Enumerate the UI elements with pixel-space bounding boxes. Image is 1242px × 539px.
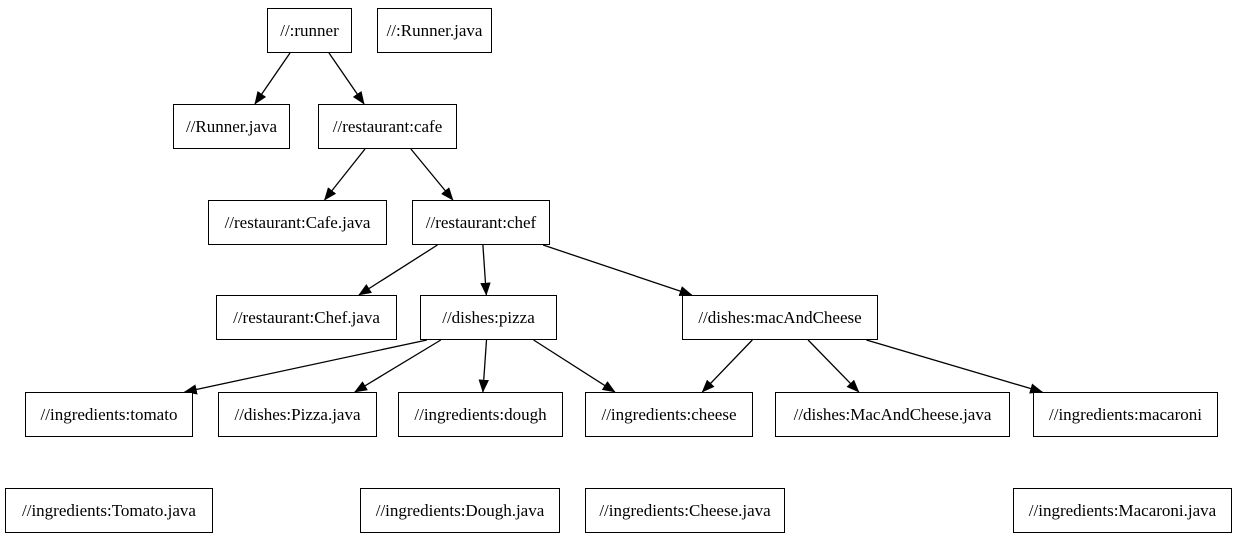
graph-node-pizza: //dishes:pizza xyxy=(420,295,557,340)
edge-pizza-to-cheese xyxy=(533,339,616,393)
graph-node-runner: //:runner xyxy=(267,8,352,53)
edge-chef-to-pizza xyxy=(480,244,491,296)
edge-pizza-to-dough xyxy=(478,339,489,393)
edge-pizza-to-tomato xyxy=(183,339,428,395)
graph-node-cheese: //ingredients:cheese xyxy=(585,392,753,437)
graph-node-macaroni: //ingredients:macaroni xyxy=(1033,392,1218,437)
graph-node-macandcheese_java: //dishes:MacAndCheese.java xyxy=(775,392,1010,437)
edge-chef-to-chef_java xyxy=(358,244,438,296)
graph-node-cafe_java: //restaurant:Cafe.java xyxy=(208,200,387,245)
edge-runner-to-cafe xyxy=(328,52,365,105)
graph-node-runner_java_root: //:Runner.java xyxy=(377,8,492,53)
edge-chef-to-macandcheese xyxy=(542,244,693,297)
graph-node-tomato: //ingredients:tomato xyxy=(25,392,193,437)
graph-node-runner_java: //Runner.java xyxy=(173,104,290,149)
edge-runner-to-runner_java xyxy=(254,52,291,105)
graph-node-macandcheese: //dishes:macAndCheese xyxy=(682,295,878,340)
edge-macandcheese-to-macaroni xyxy=(866,339,1044,394)
edge-macandcheese-to-cheese xyxy=(701,339,753,393)
graph-node-dough_java: //ingredients:Dough.java xyxy=(360,488,560,533)
graph-node-dough: //ingredients:dough xyxy=(398,392,563,437)
graph-node-chef_java: //restaurant:Chef.java xyxy=(216,295,397,340)
edge-cafe-to-chef xyxy=(410,148,454,201)
graph-node-tomato_java: //ingredients:Tomato.java xyxy=(5,488,213,533)
graph-node-chef: //restaurant:chef xyxy=(412,200,550,245)
edge-macandcheese-to-macandcheese_java xyxy=(807,339,860,393)
edge-cafe-to-cafe_java xyxy=(323,148,366,201)
graph-node-macaroni_java: //ingredients:Macaroni.java xyxy=(1013,488,1232,533)
graph-node-pizza_java: //dishes:Pizza.java xyxy=(218,392,377,437)
graph-node-cheese_java: //ingredients:Cheese.java xyxy=(585,488,785,533)
edge-pizza-to-pizza_java xyxy=(354,339,442,393)
graph-node-cafe: //restaurant:cafe xyxy=(318,104,457,149)
